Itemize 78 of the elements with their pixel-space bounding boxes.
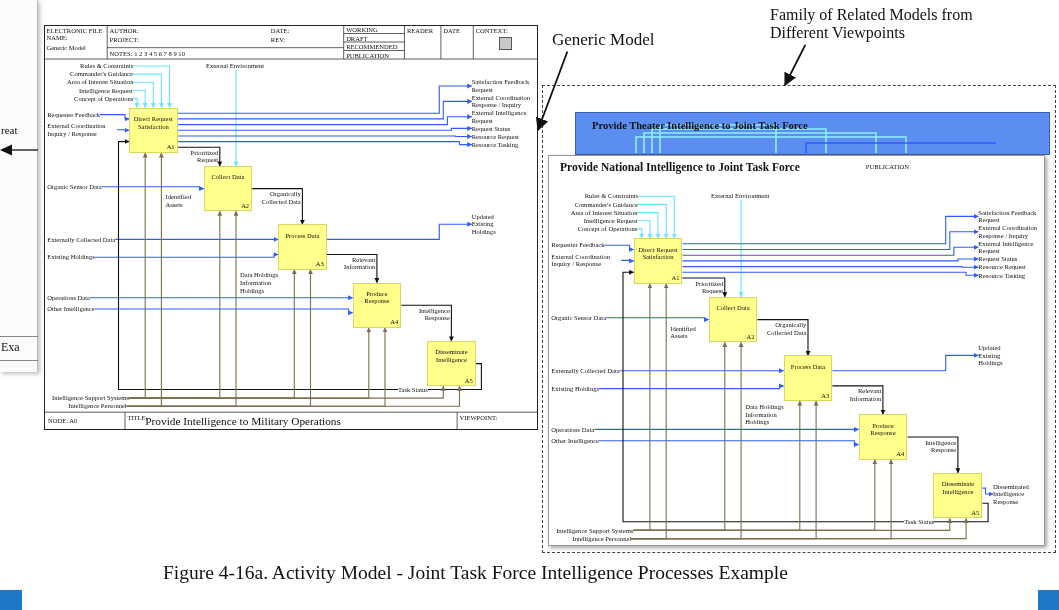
- model-sheet: [44, 25, 538, 430]
- activity-box: [427, 340, 476, 387]
- sheet-title: Provide National Intelligence to Joint Task Force: [560, 161, 800, 175]
- arrow: [681, 244, 979, 256]
- arrow: [117, 139, 482, 391]
- arrow: [756, 319, 811, 357]
- arrow: [177, 134, 473, 139]
- arrow: [598, 440, 860, 448]
- arrow: [637, 220, 653, 239]
- arrow: [101, 186, 205, 192]
- activity-box: [708, 296, 758, 343]
- arrow: [126, 385, 462, 407]
- arrow: [681, 277, 728, 298]
- callout-text: Family of Related Models from Different Viewpoints: [770, 6, 1005, 43]
- arrow: [605, 317, 710, 323]
- arrow: [132, 97, 140, 109]
- activity-box: [783, 355, 833, 402]
- arrow: [94, 308, 354, 316]
- arrow: [598, 383, 785, 390]
- arrow: [636, 212, 661, 239]
- fragment-text: Exa: [1, 341, 20, 355]
- arrow: [619, 368, 785, 374]
- arrow: [132, 81, 156, 109]
- activity-box: [858, 414, 908, 460]
- arrow: [177, 83, 473, 114]
- arrow: [116, 127, 130, 133]
- arrow: [326, 221, 473, 240]
- arrow: [681, 229, 979, 251]
- arrow: [630, 517, 969, 540]
- arrow: [89, 295, 354, 301]
- callout-text: Generic Model: [552, 30, 655, 50]
- arrow: [636, 228, 645, 239]
- arrow: [536, 50, 569, 132]
- arrow: [620, 258, 635, 264]
- arrow: [681, 256, 979, 262]
- arrow: [622, 269, 989, 523]
- activity-box: [278, 224, 327, 270]
- arrow: [906, 436, 961, 474]
- fragment-text: reat: [1, 124, 18, 137]
- arrow: [738, 199, 744, 298]
- arrow: [177, 146, 223, 167]
- activity-box: [633, 238, 683, 284]
- arrow: [114, 236, 279, 242]
- arrow: [681, 264, 979, 270]
- arrow: [177, 125, 473, 131]
- activity-box: [933, 472, 983, 519]
- arrow: [128, 385, 446, 399]
- arrow: [400, 304, 454, 342]
- arrow: [326, 253, 380, 284]
- arrow: [981, 487, 994, 497]
- activity-box: [352, 282, 402, 328]
- arrow: [831, 352, 979, 372]
- model-sheet: [575, 112, 1050, 155]
- arrow: [233, 69, 239, 167]
- arrow: [681, 271, 979, 278]
- arrow: [632, 517, 953, 531]
- arrow: [637, 203, 669, 239]
- arrow: [831, 385, 886, 415]
- activity-box: [203, 165, 253, 212]
- dashed-frame: [542, 85, 1056, 553]
- figure-caption: Figure 4-16a. Activity Model - Joint Task Force Intelligence Processes Example: [163, 562, 788, 585]
- arrow: [681, 213, 979, 245]
- arrow: [177, 114, 473, 126]
- arrow: [251, 188, 305, 225]
- arrow: [132, 73, 164, 109]
- arrow: [177, 98, 473, 120]
- model-sheet: [548, 155, 1045, 546]
- sheet-title: Provide Theater Intelligence to Joint Task Force: [592, 120, 808, 133]
- arrow: [177, 141, 473, 148]
- arrow: [593, 426, 860, 432]
- arrow: [132, 65, 172, 109]
- activity-box: [129, 107, 178, 153]
- arrow: [784, 43, 807, 87]
- arrow: [94, 252, 279, 258]
- arrow: [637, 195, 677, 239]
- arrow: [603, 244, 635, 252]
- arrow: [99, 114, 130, 122]
- arrow: [132, 89, 148, 109]
